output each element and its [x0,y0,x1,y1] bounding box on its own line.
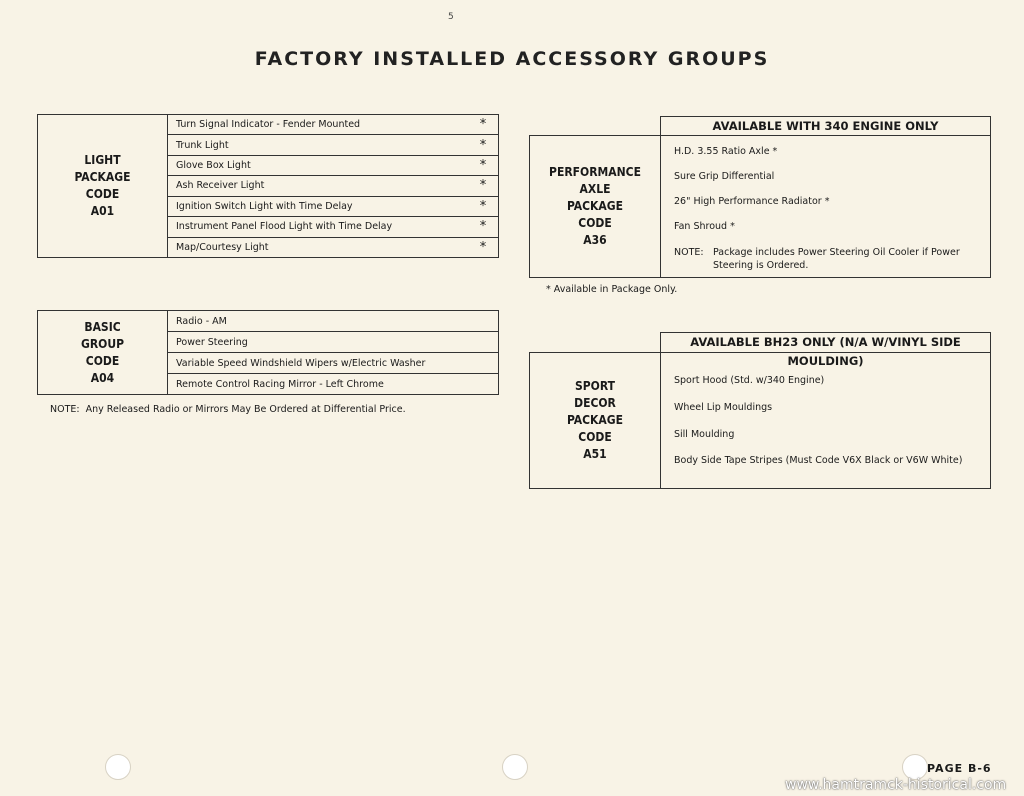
basic-group-items: Radio - AM Power Steering Variable Speed… [168,311,498,394]
list-item: Body Side Tape Stripes (Must Code V6X Bl… [674,455,963,466]
light-package-items: Turn Signal Indicator - Fender Mounted* … [168,115,498,257]
list-item: Fan Shroud * [674,221,735,232]
binder-hole [105,754,131,780]
asterisk-icon: * [479,239,487,255]
list-item: Sure Grip Differential [674,171,775,182]
label-line: GROUP [80,336,125,351]
table-row: Trunk Light * [168,135,498,156]
sport-decor-header: AVAILABLE BH23 ONLY (N/A W/VINYL SIDE MO… [660,332,991,368]
item-text: Remote Control Racing Mirror - Left Chro… [176,378,384,390]
label-line: CODE [578,430,612,444]
label-line: CODE [578,216,612,230]
website-watermark: www.hamtramck-historical.com [785,777,1007,793]
asterisk-icon: * [479,158,487,174]
performance-axle-table: PERFORMANCE AXLE PACKAGE CODE A36 H.D. 3… [529,135,991,278]
asterisk-icon: * [479,219,487,235]
asterisk-icon: * [479,198,487,214]
page-top-mark: 5 [448,12,454,22]
list-item: Wheel Lip Mouldings [674,402,773,413]
page-title: FACTORY INSTALLED ACCESSORY GROUPS [254,48,770,70]
item-text: Glove Box Light [176,160,251,172]
label-line: CODE [85,187,120,201]
item-text: Radio - AM [176,315,227,327]
page-number: PAGE B-6 [927,762,992,775]
label-line: LIGHT [84,153,121,167]
label-line: PERFORMANCE [549,165,641,179]
note-label: NOTE: [674,247,704,258]
table-row: Glove Box Light * [168,156,498,177]
item-text: Ash Receiver Light [176,180,265,192]
label-line: PACKAGE [566,199,624,213]
label-line: A36 [583,233,607,247]
label-line: A51 [583,447,607,461]
list-item: H.D. 3.55 Ratio Axle * [674,146,778,157]
label-line: A04 [90,370,115,385]
light-package-label: LIGHT PACKAGE CODE A01 [38,115,168,257]
table-row: Variable Speed Windshield Wipers w/Elect… [168,353,498,374]
table-row: Radio - AM [168,311,498,332]
asterisk-icon: * [479,178,487,194]
asterisk-icon: * [479,117,487,133]
binder-hole [502,754,528,780]
list-item: Sport Hood (Std. w/340 Engine) [674,375,825,386]
table-row: Ignition Switch Light with Time Delay * [168,197,498,218]
item-text: Instrument Panel Flood Light with Time D… [176,221,393,233]
item-text: Turn Signal Indicator - Fender Mounted [176,119,361,131]
table-row: Turn Signal Indicator - Fender Mounted * [168,115,498,136]
label-line: A01 [90,204,115,218]
performance-axle-items: H.D. 3.55 Ratio Axle * Sure Grip Differe… [661,136,990,277]
table-row: Power Steering [168,332,498,353]
basic-group-table: BASIC GROUP CODE A04 Radio - AM Power St… [37,310,499,395]
sport-decor-table: SPORT DECOR PACKAGE CODE A51 Sport Hood … [529,352,991,489]
list-item: Sill Moulding [674,429,735,440]
item-text: Ignition Switch Light with Time Delay [176,200,353,212]
sport-decor-label: SPORT DECOR PACKAGE CODE A51 [530,353,661,488]
label-line: AXLE [579,182,611,196]
availability-footnote: * Available in Package Only. [546,284,678,295]
basic-group-label: BASIC GROUP CODE A04 [38,311,168,394]
table-row: Ash Receiver Light * [168,176,498,197]
label-line: BASIC [84,319,121,334]
binder-hole [902,754,928,780]
note-text: Package includes Power Steering Oil Cool… [713,247,960,271]
item-text: Variable Speed Windshield Wipers w/Elect… [176,357,426,369]
label-line: SPORT [574,379,615,393]
performance-axle-note: NOTE: Package includes Power Steering Oi… [674,246,990,272]
item-text: Power Steering [176,336,248,348]
performance-axle-label: PERFORMANCE AXLE PACKAGE CODE A36 [530,136,661,277]
label-line: PACKAGE [74,170,131,184]
performance-axle-header: AVAILABLE WITH 340 ENGINE ONLY [660,116,991,136]
label-line: CODE [85,353,120,368]
sport-decor-items: Sport Hood (Std. w/340 Engine) Wheel Lip… [661,353,990,488]
list-item: 26" High Performance Radiator * [674,196,830,207]
item-text: Trunk Light [176,139,229,151]
asterisk-icon: * [479,137,487,153]
label-line: DECOR [574,396,616,410]
label-line: PACKAGE [566,413,624,427]
basic-group-note: NOTE: Any Released Radio or Mirrors May … [50,404,406,415]
table-row: Remote Control Racing Mirror - Left Chro… [168,374,498,394]
table-row: Map/Courtesy Light * [168,238,498,257]
table-row: Instrument Panel Flood Light with Time D… [168,217,498,238]
item-text: Map/Courtesy Light [176,241,269,253]
light-package-table: LIGHT PACKAGE CODE A01 Turn Signal Indic… [37,114,499,258]
